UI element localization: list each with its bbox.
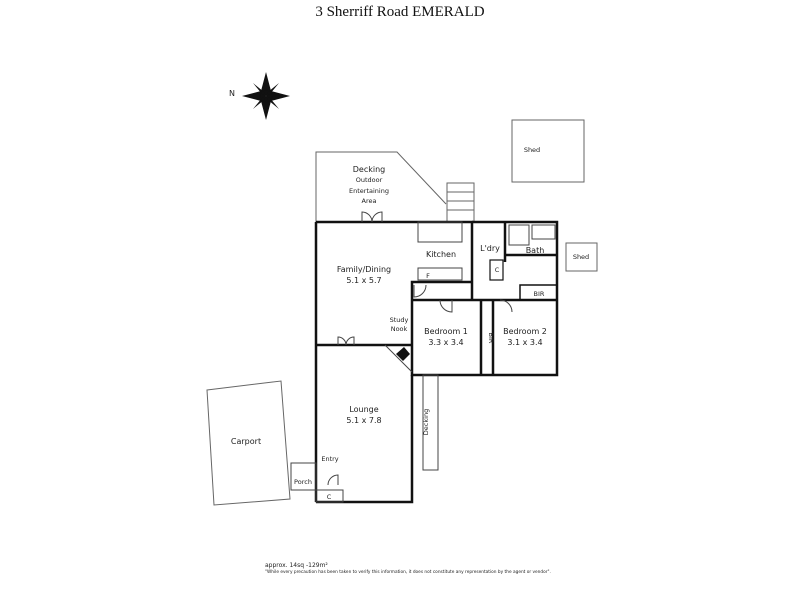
decking-side xyxy=(422,374,439,471)
carport-label: Carport xyxy=(231,437,261,446)
bedroom-1-size: 3.3 x 3.4 xyxy=(428,338,463,347)
door-bedroom-2[interactable] xyxy=(499,299,513,313)
carport xyxy=(206,380,291,506)
fridge-label: F xyxy=(426,272,430,280)
fireplace-icon xyxy=(396,347,410,361)
study-nook-label-2: Nook xyxy=(391,325,408,333)
kitchen-bench-2 xyxy=(417,267,463,281)
bathtub xyxy=(531,224,556,240)
shed-1-label: Shed xyxy=(524,146,540,154)
decking-outdoor xyxy=(315,151,447,222)
door-family[interactable] xyxy=(413,284,427,298)
bir-1-label: BIR xyxy=(487,333,495,344)
study-nook-label: Study xyxy=(390,316,409,324)
bedroom-2-size: 3.1 x 3.4 xyxy=(507,338,542,347)
decking-side-label: Decking xyxy=(422,409,430,435)
lounge-size: 5.1 x 7.8 xyxy=(346,416,381,425)
door-lounge[interactable] xyxy=(337,336,355,346)
laundry-label: L'dry xyxy=(480,244,500,253)
bedroom-2-label: Bedroom 2 xyxy=(503,327,547,336)
compass-rose-icon xyxy=(242,72,290,120)
entry-cupboard xyxy=(315,489,344,503)
family-dining-size: 5.1 x 5.7 xyxy=(346,276,381,285)
study-nook-wall xyxy=(384,344,413,373)
shed-2-label: Shed xyxy=(573,253,589,261)
door-bedroom-1[interactable] xyxy=(439,299,453,313)
decking-label-2: Outdoor xyxy=(356,176,383,184)
door-decking[interactable] xyxy=(361,211,383,223)
house-walls xyxy=(314,220,559,504)
lounge-label: Lounge xyxy=(349,405,378,414)
shed-1 xyxy=(511,119,585,183)
laundry-cupboard-label: C xyxy=(495,266,500,274)
family-dining-label: Family/Dining xyxy=(337,265,391,274)
kitchen-label: Kitchen xyxy=(426,250,456,259)
bedroom-1-label: Bedroom 1 xyxy=(424,327,468,336)
door-entry[interactable] xyxy=(327,474,339,486)
disclaimer: "While every precaution has been taken t… xyxy=(265,570,551,575)
page-title: 3 Sherriff Road EMERALD xyxy=(315,4,485,20)
entry-cupboard-label: C xyxy=(327,493,332,501)
area-note: approx. 14sq -129m² xyxy=(265,562,328,569)
shed-2 xyxy=(565,242,598,272)
decking-label-3: Entertaining xyxy=(349,187,389,195)
deck-stairs xyxy=(446,182,475,223)
shower xyxy=(508,224,530,246)
kitchen-bench xyxy=(417,221,463,243)
bir-2-label: BIR xyxy=(534,290,545,298)
decking-label-4: Area xyxy=(362,197,377,205)
porch xyxy=(290,462,317,491)
entry-label: Entry xyxy=(321,455,338,463)
compass-north-label: N xyxy=(229,89,235,98)
porch-label: Porch xyxy=(294,478,312,486)
bath-label: Bath xyxy=(526,246,545,255)
decking-label: Decking xyxy=(353,165,385,174)
